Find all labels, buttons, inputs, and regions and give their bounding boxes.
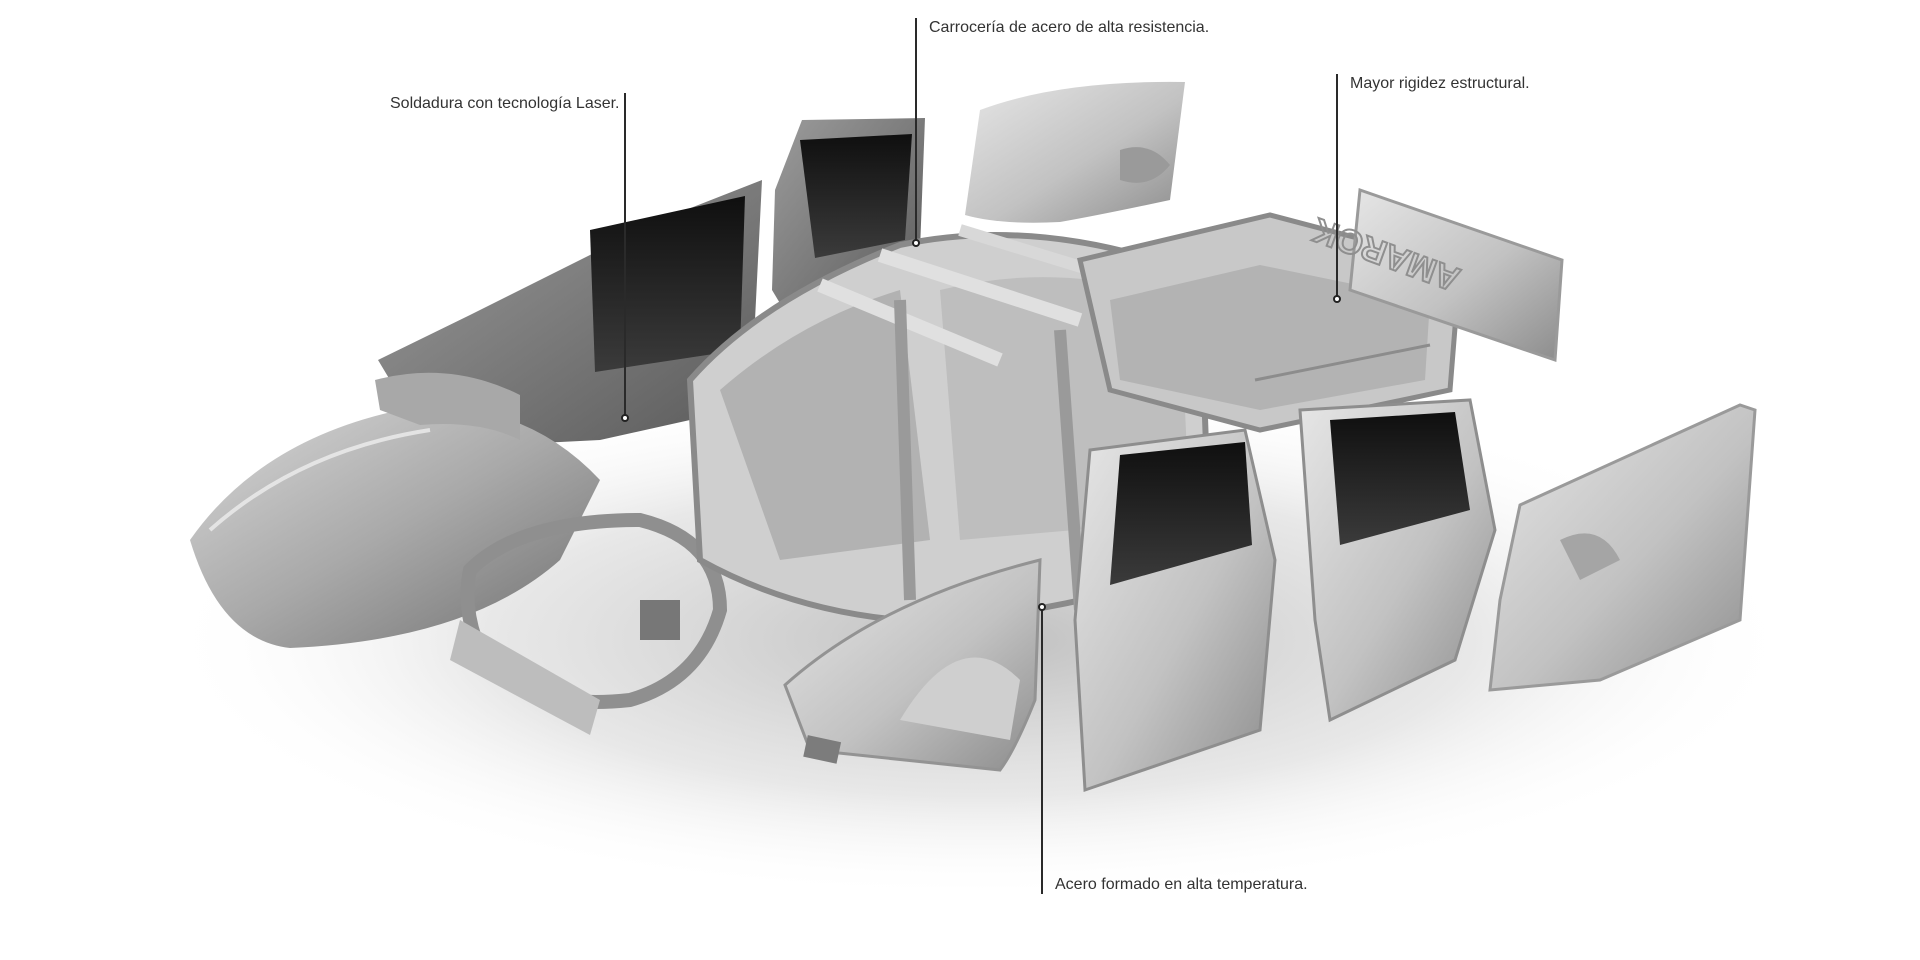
callout-label-laser-welding: Soldadura con tecnología Laser.	[390, 95, 620, 112]
front-frame-structure	[450, 512, 728, 735]
callout-leader-structural-rigidity	[1336, 74, 1338, 298]
callout-leader-hot-formed-steel	[1041, 606, 1043, 894]
rear-left-quarter-panel	[965, 81, 1185, 223]
front-right-door	[1073, 428, 1277, 793]
rear-right-door	[1298, 398, 1497, 723]
callout-leader-high-strength-steel	[915, 18, 917, 242]
front-right-fender	[783, 558, 1042, 772]
callout-label-high-strength-steel: Carrocería de acero de alta resistencia.	[929, 19, 1210, 36]
callout-dot-laser-welding	[621, 414, 629, 422]
callout-dot-structural-rigidity	[1333, 295, 1341, 303]
front-left-fender	[375, 372, 520, 440]
callout-dot-high-strength-steel	[912, 239, 920, 247]
callout-dot-hot-formed-steel	[1038, 603, 1046, 611]
callout-label-hot-formed-steel: Acero formado en alta temperatura.	[1055, 876, 1308, 893]
rear-right-quarter-panel	[1488, 403, 1757, 692]
hood-panel	[190, 407, 600, 648]
callout-leader-laser-welding	[624, 93, 626, 417]
callout-label-structural-rigidity: Mayor rigidez estructural.	[1350, 75, 1530, 92]
